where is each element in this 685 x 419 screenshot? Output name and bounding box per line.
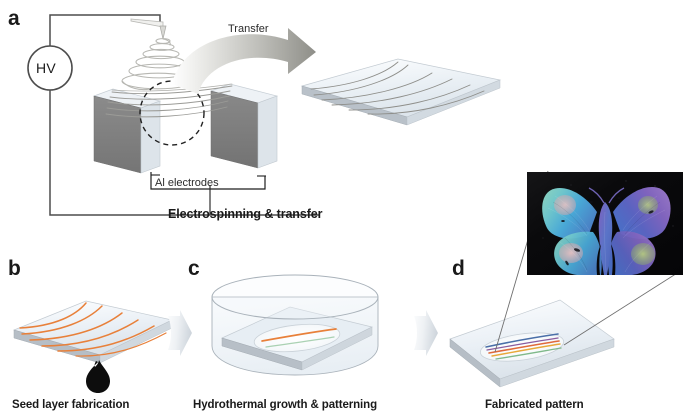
circuit-wire (49, 14, 320, 216)
panel-letter-c: c (188, 257, 200, 280)
aligned-fibers-across-gap (105, 83, 233, 118)
flame-annealing-icon (86, 360, 110, 393)
caption-panel-d: Fabricated pattern (485, 399, 584, 411)
panel-letter-a: a (8, 7, 20, 30)
panel-c-beaker (211, 274, 379, 376)
dashed-inspection-circle (139, 80, 205, 146)
curved-transfer-arrow (172, 28, 316, 94)
receiving-substrate-with-fibers (300, 58, 502, 126)
process-arrow-c-to-d (414, 310, 438, 356)
process-arrow-b-to-c (168, 310, 192, 356)
spinneret-needle-icon (130, 18, 167, 40)
growth-ellipse-region (253, 323, 341, 353)
electrode-dimension-bracket (150, 172, 266, 190)
orange-seed-fibers (19, 302, 167, 357)
panel-letter-d: d (452, 257, 465, 280)
orange-pattern-line (261, 328, 337, 342)
butterfly-photograph (527, 172, 683, 275)
panel-b-substrate (12, 300, 174, 364)
caption-panel-c: Hydrothermal growth & patterning (193, 399, 378, 411)
green-pattern-line (265, 336, 335, 348)
caption-panel-a: Electrospinning & transfer (168, 207, 323, 221)
hv-label: HV (36, 60, 57, 76)
rainbow-pattern-lines (485, 333, 562, 360)
structural-color-ellipse (479, 332, 565, 362)
transfer-label: Transfer (228, 23, 269, 35)
caption-panel-b: Seed layer fabrication (12, 399, 130, 411)
al-electrodes-label: Al electrodes (155, 177, 219, 189)
high-voltage-source (27, 45, 73, 91)
panel-letter-b: b (8, 257, 21, 280)
panel-d-substrate (449, 299, 615, 388)
